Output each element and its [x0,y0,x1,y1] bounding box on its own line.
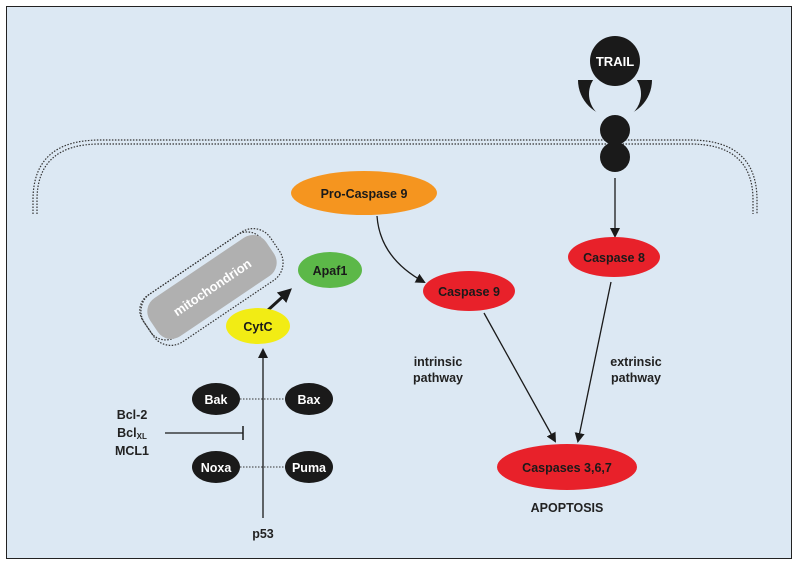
diagram-frame [6,6,792,559]
svg-text:Bax: Bax [298,393,321,407]
svg-text:Pro-Caspase 9: Pro-Caspase 9 [321,187,408,201]
trail-label: TRAIL [596,54,634,69]
inhibitor-labels: Bcl-2 BclXL MCL1 [115,408,149,458]
noxa-node: Noxa [192,451,240,483]
bclxl-label: BclXL [117,426,147,441]
arrow-caspase8-to-caspases367 [574,281,612,443]
p53-label: p53 [252,527,274,541]
caspase-8-node: Caspase 8 [568,237,660,277]
arrows [165,178,620,518]
receptor-domain-upper [600,115,630,145]
bax-node: Bax [285,383,333,415]
apoptosis-label: APOPTOSIS [531,501,604,515]
arrow-cytc-to-apaf1 [265,288,292,313]
extrinsic-label-line1: extrinsic [610,355,661,369]
bak-node: Bak [192,383,240,415]
svg-text:Noxa: Noxa [201,461,233,475]
cytc-node: CytC [226,308,290,344]
receptor-domain-lower [600,142,630,172]
svg-text:Caspase 9: Caspase 9 [438,285,500,299]
svg-text:Caspase 8: Caspase 8 [583,251,645,265]
pro-caspase-9-node: Pro-Caspase 9 [291,171,437,215]
svg-text:Apaf1: Apaf1 [313,264,348,278]
arrow-caspase9-to-caspases367 [483,312,556,443]
svg-text:Caspases 3,6,7: Caspases 3,6,7 [522,461,612,475]
svg-text:CytC: CytC [243,320,272,334]
svg-text:Puma: Puma [292,461,327,475]
intrinsic-label-line1: intrinsic [414,355,463,369]
apaf1-node: Apaf1 [298,252,362,288]
svg-text:Bak: Bak [205,393,228,407]
caspase-9-node: Caspase 9 [423,271,515,311]
cell-membrane [32,139,758,214]
caspases-367-node: Caspases 3,6,7 [497,444,637,490]
trail-ligand: TRAIL [590,36,640,86]
puma-node: Puma [285,451,333,483]
bcl2-label: Bcl-2 [117,408,148,422]
arrow-procaspase9-to-caspase9 [376,215,426,283]
intrinsic-label-line2: pathway [413,371,463,385]
extrinsic-label-line2: pathway [611,371,661,385]
mcl1-label: MCL1 [115,444,149,458]
